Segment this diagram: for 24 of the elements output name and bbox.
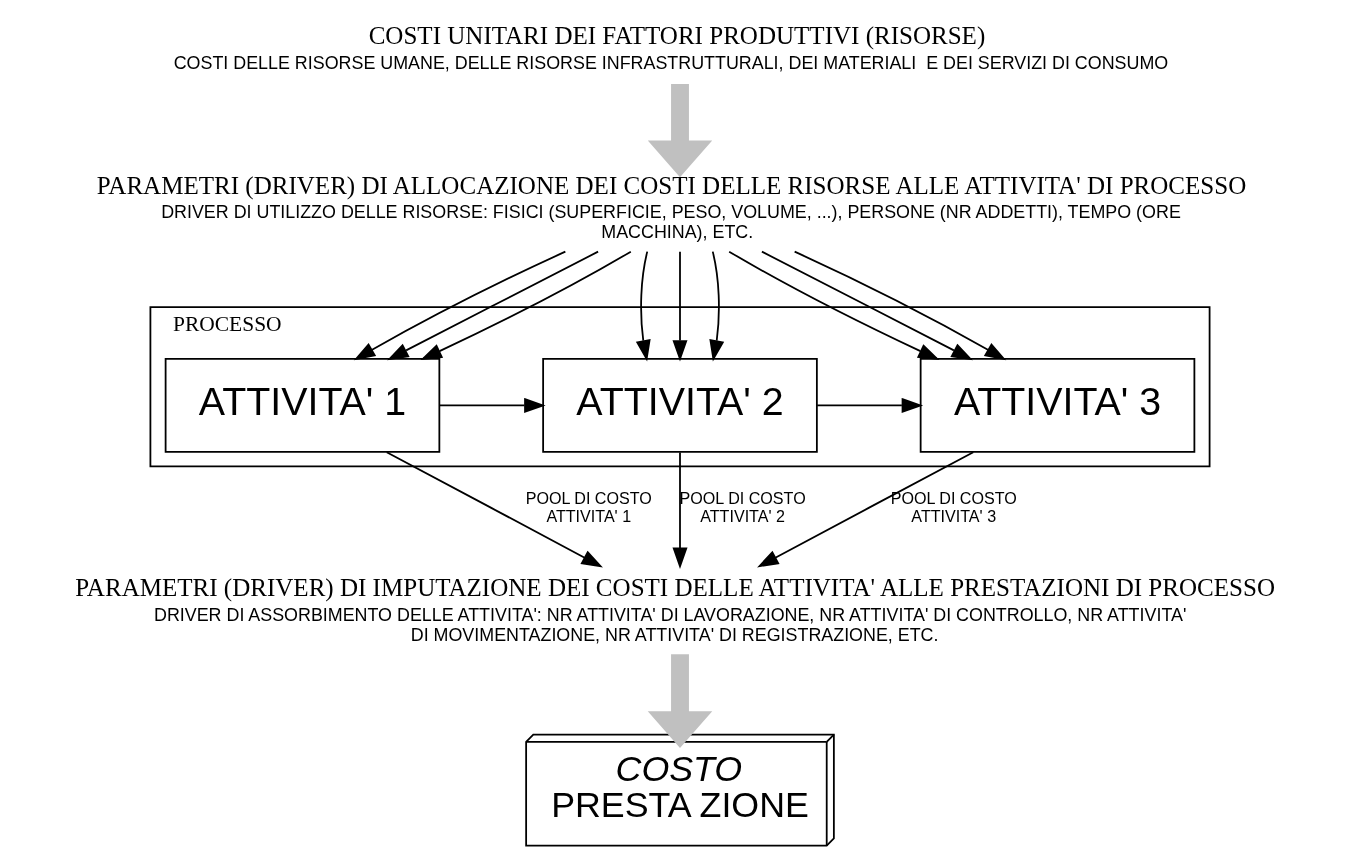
arrow [757, 451, 975, 568]
arrow [816, 397, 924, 413]
node-text: PARAMETRI (DRIVER) DI ALLOCAZIONE DEI COSTI DELLE RISORSE ALLE ATTIVITA' DI PROCESSO DRIVER DI UTILIZZO DELLE RISORSE: FISICI (SUPERFICIE, PESO, VOLUME, ...), PERSONE (NR ADDETTI), TEMPO (ORE MACCHINA), ETC. [96, 171, 1247, 243]
arrow [709, 250, 725, 362]
arrow [761, 250, 973, 361]
arrow [635, 250, 651, 362]
arrow [728, 250, 940, 361]
arrow [353, 250, 567, 361]
arrow [420, 250, 632, 361]
arrow [438, 397, 546, 413]
edge-label: POOL DI COSTO ATTIVITA' 3 [890, 489, 1017, 526]
node-text: PARAMETRI (DRIVER) DI IMPUTAZIONE DEI COSTI DELLE ATTIVITA' ALLE PRESTAZIONI DI PROCESSO DRIVER DI ASSORBIMENTO DELLE ATTIVITA': NR ATTIVITA' DI LAVORAZIONE, NR ATTIVITA' DI CONTROLLO, NR ATTIVITA' DI MOVIMENTAZIONE, NR ATTIVITA' DI REGISTRAZIONE, ETC. [75, 574, 1275, 645]
arrow [647, 654, 713, 749]
node-box: ATTIVITA' 1 [164, 358, 441, 453]
arrow [672, 451, 688, 569]
node-text: COSTI UNITARI DEI FATTORI PRODUTTIVI (RISORSE) COSTI DELLE RISORSE UMANE, DELLE RISORSE INFRASTRUTTURALI, DEI MATERIALI E DEI SERVIZI DI CONSUMO [173, 22, 1169, 74]
arrow [672, 250, 688, 362]
arrow [647, 84, 713, 178]
arrow [385, 451, 603, 568]
node-box: ATTIVITA' 2 [542, 358, 818, 453]
arrow [387, 250, 599, 361]
arrow [793, 250, 1007, 361]
node-box: ATTIVITA' 3 [919, 358, 1196, 453]
edge-label: POOL DI COSTO ATTIVITA' 1 [525, 489, 652, 526]
